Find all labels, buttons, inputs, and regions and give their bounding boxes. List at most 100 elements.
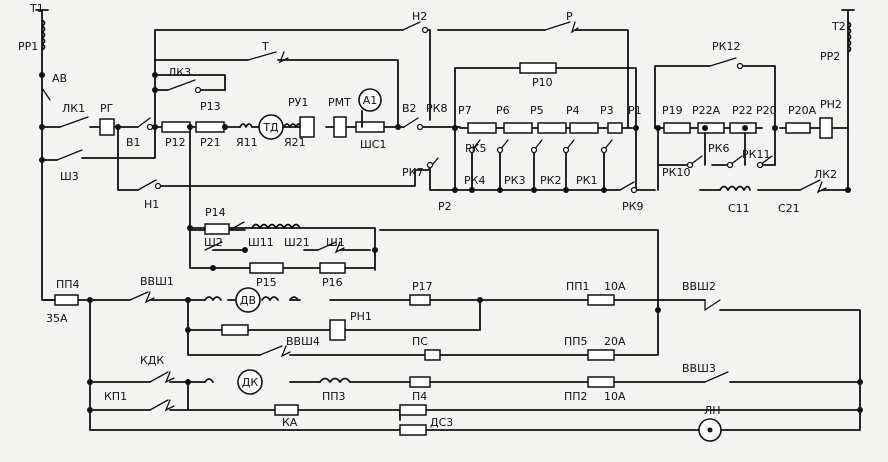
resistor-r21 [195,121,225,133]
label-20a: 20А [604,335,626,348]
label-sh2: Ш2 [204,236,223,249]
contact-av [41,87,51,101]
ammeter-a1 [358,88,382,112]
resistors [54,62,833,436]
label-lk1: ЛК1 [62,102,85,115]
label-rk3: РК3 [504,174,525,187]
resistor-r15 [249,262,284,274]
label-ps: ПС [412,335,428,348]
contact-n2 [402,21,421,31]
label-sh21: Ш21 [284,236,310,249]
label-rk1: РК1 [576,174,597,187]
label-rk8: РК8 [426,102,447,115]
resistor-p4 [409,376,431,388]
contact-rk12 [709,57,737,67]
label-rk5: РК5 [465,142,486,155]
relay-rn2 [819,117,833,139]
relay-rn1 [329,319,346,341]
resistor-r14 [204,223,230,235]
label-r12: Р12 [165,136,186,149]
resistor-rn1-series [221,324,249,336]
coil-t1 [41,19,46,51]
resistor-p4b [399,404,427,416]
label-r16: Р16 [322,276,343,289]
label-sh11: Ш11 [248,236,274,249]
label-rk2: РК2 [540,174,561,187]
motor-dk [237,369,263,395]
label-sh1: Ш1 [326,236,345,249]
label-r15: Р15 [256,276,277,289]
label-r10: Р10 [532,76,553,89]
resistor-r10 [519,62,557,74]
coils [41,19,852,383]
label-r20a: Р20А [788,104,817,117]
label-n2: Н2 [412,10,427,23]
label-rk6: РК6 [708,142,729,155]
coil-s11 [719,185,751,191]
contact-t [247,51,277,61]
resistor-ps [424,349,441,361]
label-s21: С21 [778,202,800,215]
coil-dv-field [261,296,299,301]
label-r7: Р7 [458,104,472,117]
label-r2: Р2 [438,200,452,213]
machines [235,88,722,442]
label-rk12: РК12 [712,40,740,53]
resistor-ds3 [399,424,427,436]
label-10a-2: 10А [604,390,626,403]
junctions [39,72,863,413]
resistor-r16 [319,262,346,274]
label-shs1: ШС1 [360,138,386,151]
label-r22: Р22 [732,104,753,117]
contact-v2 [403,117,419,128]
label-td: ТД [262,121,279,134]
label-r14: Р14 [205,206,226,219]
label-n1: Н1 [144,198,159,211]
coil-pp3 [319,377,351,383]
label-t2: Т2 [831,20,846,33]
resistor-r4 [569,122,599,134]
fuse-pp2 [587,376,615,388]
label-r22a: Р22А [692,104,721,117]
label-sh3: Ш3 [60,170,79,183]
label-vvsh1: ВВШ1 [140,275,174,288]
label-ka: КА [282,416,298,429]
resistor-r17 [409,294,431,306]
label-r5: Р5 [530,104,544,117]
resistor-r12 [161,121,191,133]
coil-ya21 [283,123,301,128]
label-r3: Р3 [600,104,614,117]
resistor-r22a [697,122,725,134]
label-v2: В2 [402,102,417,115]
label-ya11: Я11 [236,136,258,149]
label-r13: Р13 [200,100,221,113]
contact-lk3 [167,79,196,91]
label-dk: ДК [242,376,259,389]
label-rn2: РН2 [820,98,842,111]
label-s11: С11 [728,202,750,215]
motor-td [258,114,284,140]
contact-lk2 [799,179,821,191]
label-r4: Р4 [566,104,580,117]
contact-p [544,21,571,31]
label-r1: Р1 [628,104,642,117]
relay-rg [99,118,115,136]
label-ln: ЛН [704,404,721,417]
label-r19: Р19 [662,104,683,117]
resistor-r20a [785,122,811,134]
label-rr1: РР1 [18,40,38,53]
label-rr2: РР2 [820,50,840,63]
contact-lk1 [59,116,89,128]
contact-sh3 [56,149,83,161]
wires [35,9,861,431]
coil-dk [204,378,214,383]
label-rk9: РК9 [622,200,643,213]
label-rk7: РК7 [402,166,423,179]
contacts [41,21,827,412]
resistor-r6 [503,122,533,134]
motor-dv [235,287,261,313]
resistor-r5 [537,122,567,134]
label-t: Т [261,40,269,53]
resistor-r3 [607,122,623,134]
label-vvsh4: ВВШ4 [286,335,320,348]
